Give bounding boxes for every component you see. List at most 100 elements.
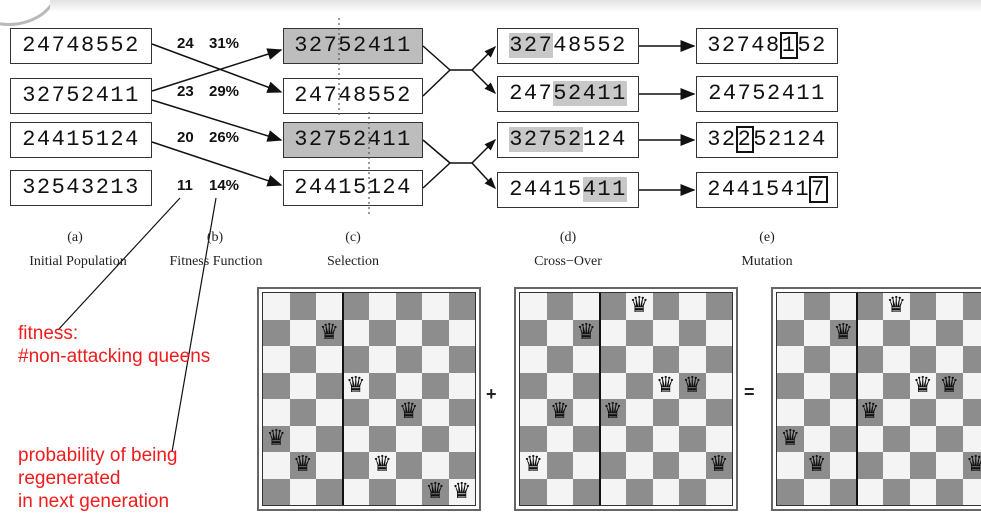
board-square: [962, 399, 981, 426]
board-square: [936, 425, 963, 452]
board-square: [856, 319, 883, 346]
board-square: [936, 452, 963, 479]
plus-operator: +: [486, 384, 497, 404]
board-square: [369, 346, 396, 373]
board-square: [777, 372, 804, 399]
board-square: [936, 399, 963, 426]
board-square: [316, 293, 343, 320]
board-square: [369, 293, 396, 320]
board-square: [679, 346, 706, 373]
board-square: [962, 478, 981, 505]
board-square: [909, 478, 936, 505]
queen-icon: ♛: [425, 478, 446, 504]
crossover-head-1: 327: [509, 33, 554, 58]
queen-icon: ♛: [629, 293, 650, 319]
board-square: [422, 425, 449, 452]
fitness-pct-1: 31%: [209, 35, 240, 52]
board-square: [316, 478, 343, 505]
board-square: ♛: [369, 452, 396, 479]
probability-note-line-1: probability of being: [18, 445, 178, 466]
board-square: [369, 319, 396, 346]
probability-note-line-3: in next generation: [18, 491, 170, 512]
board-square: [342, 319, 369, 346]
board-square: [395, 293, 422, 320]
board-square: [289, 372, 316, 399]
board-square: [705, 399, 732, 426]
board-square: [599, 319, 626, 346]
fitness-pct-2: 29%: [209, 83, 240, 100]
board-square: [546, 346, 573, 373]
board-square: [705, 478, 732, 505]
board-square: [777, 452, 804, 479]
arrow-icon: [151, 48, 283, 92]
caption-mutation: Mutation: [741, 254, 793, 269]
board-square: [705, 293, 732, 320]
board-square: [830, 452, 857, 479]
board-grid: ♛♛♛♛♛♛♛♛: [262, 292, 476, 506]
population-string-2: 32752411: [10, 78, 152, 114]
caption-cross-over: Cross−Over: [534, 254, 602, 269]
mutated-pre-3: 32: [707, 127, 737, 152]
board-square: [936, 478, 963, 505]
board-square: ♛: [679, 372, 706, 399]
board-square: [422, 293, 449, 320]
board-square: ♛: [652, 372, 679, 399]
mutated-string-1: 32748152: [696, 28, 838, 64]
arrow-icon: [151, 99, 283, 142]
board-square: [803, 399, 830, 426]
board-square: [395, 478, 422, 505]
fitness-score-4: 11: [177, 177, 193, 194]
board-child: ♛♛♛♛♛♛♛♛: [771, 287, 981, 511]
queen-icon: ♛: [833, 319, 854, 345]
queen-icon: ♛: [398, 399, 419, 425]
board-square: [909, 452, 936, 479]
caption-initial-population: Initial Population: [29, 254, 127, 269]
board-square: [803, 293, 830, 320]
board-parent-1: ♛♛♛♛♛♛♛♛: [257, 287, 481, 511]
board-grid: ♛♛♛♛♛♛♛♛: [776, 292, 981, 506]
board-square: [626, 478, 653, 505]
board-square: [626, 346, 653, 373]
fitness-pct-3: 26%: [209, 129, 240, 146]
fitness-score-1: 24: [177, 35, 194, 52]
board-square: ♛: [520, 452, 547, 479]
board-square: [652, 452, 679, 479]
board-square: [289, 399, 316, 426]
board-square: [573, 478, 600, 505]
board-square: [263, 346, 290, 373]
mutated-post-1: 52: [797, 33, 827, 58]
board-square: [803, 319, 830, 346]
board-square: [777, 478, 804, 505]
board-square: [962, 319, 981, 346]
board-square: [856, 425, 883, 452]
arrow-icon: [151, 141, 283, 187]
crossover-head-2: 247: [509, 81, 554, 106]
board-square: [909, 319, 936, 346]
board-square: [448, 293, 475, 320]
board-square: [289, 293, 316, 320]
selected-string-1: 32752411: [283, 28, 423, 64]
board-square: [626, 372, 653, 399]
crossover-tail-2: 52411: [553, 81, 627, 106]
board-square: [599, 478, 626, 505]
fitness-pct-4: 14%: [209, 177, 240, 194]
board-square: [883, 346, 910, 373]
board-square: [395, 452, 422, 479]
board-square: [289, 425, 316, 452]
queen-icon: ♛: [319, 319, 340, 345]
board-square: [626, 319, 653, 346]
board-square: [546, 319, 573, 346]
board-square: [448, 319, 475, 346]
board-square: [422, 346, 449, 373]
board-square: ♛: [830, 319, 857, 346]
queen-icon: ♛: [682, 372, 703, 398]
board-square: [652, 293, 679, 320]
board-square: [830, 425, 857, 452]
board-square: [599, 372, 626, 399]
board-square: [856, 452, 883, 479]
board-square: [422, 399, 449, 426]
board-square: [599, 425, 626, 452]
board-square: [652, 399, 679, 426]
queen-icon: ♛: [912, 372, 933, 398]
board-square: [679, 399, 706, 426]
